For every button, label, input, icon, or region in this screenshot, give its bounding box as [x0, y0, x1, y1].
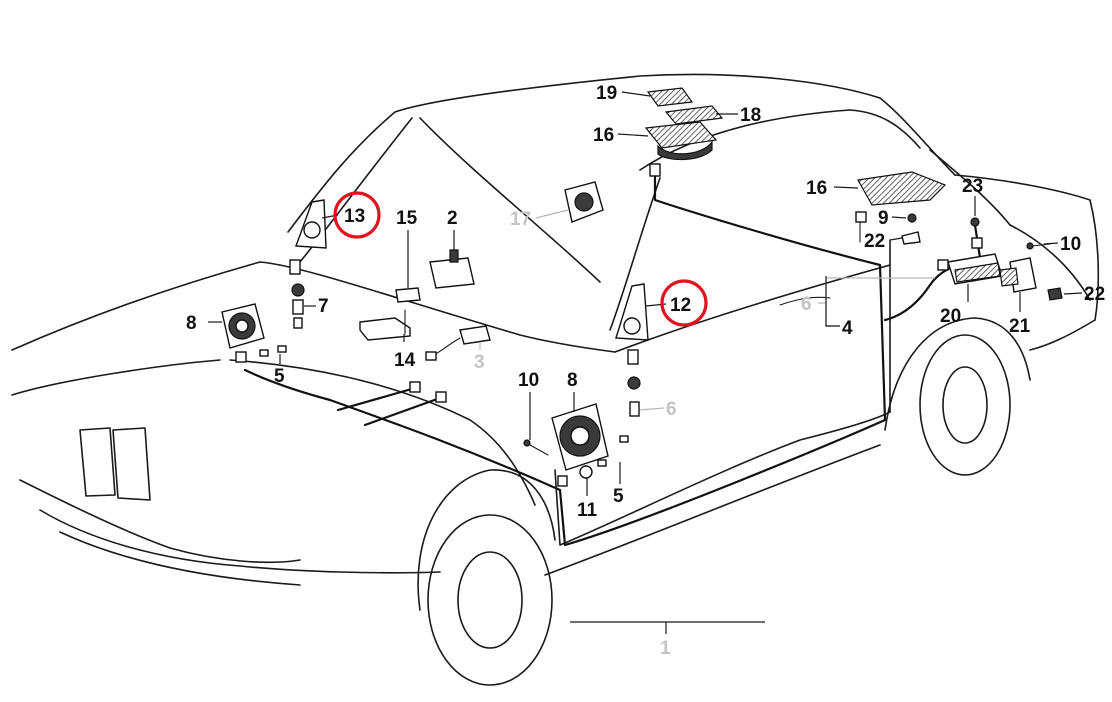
- callout-12: 12: [670, 295, 691, 316]
- callout-15: 15: [396, 208, 418, 229]
- callout-20: 20: [940, 306, 961, 327]
- callout-18: 18: [740, 105, 761, 126]
- callout-14: 14: [394, 350, 416, 371]
- callout-9: 9: [878, 208, 889, 229]
- callout-22-upper: 22: [864, 231, 885, 252]
- callout-16-rear: 16: [806, 178, 827, 199]
- callout-19: 19: [596, 83, 617, 104]
- callout-10-door: 10: [518, 370, 539, 391]
- callout-8-door: 8: [567, 370, 578, 391]
- callout-22-lower: 22: [1084, 284, 1105, 305]
- callout-6-lower: 6: [666, 399, 677, 420]
- callout-7: 7: [318, 296, 329, 317]
- wiring-harness: [243, 173, 982, 547]
- callout-10-rear: 10: [1060, 234, 1081, 255]
- highlight-ring-13: [333, 191, 381, 239]
- callout-3: 3: [474, 352, 485, 373]
- callout-11: 11: [577, 500, 598, 521]
- callout-21: 21: [1009, 316, 1031, 337]
- highlight-rings: [333, 191, 708, 327]
- callout-4: 4: [842, 318, 853, 339]
- callout-8-front: 8: [186, 313, 197, 334]
- highlight-ring-12: [660, 279, 708, 327]
- leader-lines: [208, 91, 1083, 634]
- callout-1: 1: [660, 638, 671, 659]
- callout-5-door: 5: [613, 486, 624, 507]
- car-body-outline: [11, 73, 1100, 686]
- callout-17: 17: [510, 209, 531, 230]
- callout-labels: 19 18 16 16 17 23 9 22 10 22 13 15 2 7 8…: [186, 83, 1105, 659]
- callout-23: 23: [962, 176, 983, 197]
- parts: [221, 87, 1063, 487]
- callout-2: 2: [447, 208, 458, 229]
- callout-6-upper: 6: [801, 294, 812, 315]
- callout-5-front: 5: [274, 366, 285, 387]
- callout-16-top: 16: [593, 125, 614, 146]
- callout-13: 13: [344, 206, 365, 227]
